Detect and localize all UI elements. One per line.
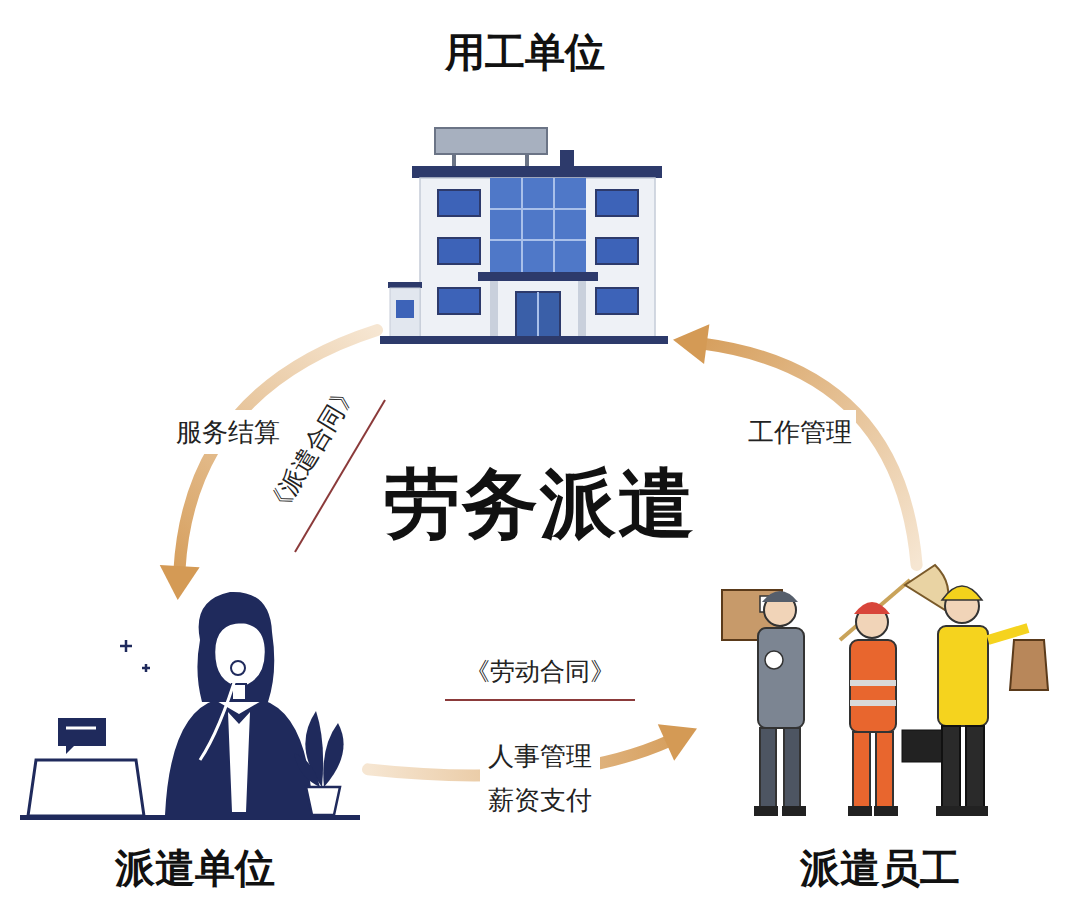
party-node: 派遣单位 bbox=[22, 600, 368, 892]
diagram-title: 劳务派遣 bbox=[384, 454, 696, 557]
contract-rule bbox=[445, 699, 635, 701]
dispatcher-illustration bbox=[20, 592, 360, 820]
party-label: 用工单位 bbox=[377, 28, 673, 76]
party-node: 用工单位 bbox=[377, 28, 673, 346]
contract-name: 《劳动合同》 bbox=[462, 656, 618, 688]
arrow-head bbox=[160, 565, 200, 600]
arrow-head bbox=[673, 324, 709, 364]
flow-label: 工作管理 bbox=[744, 410, 856, 454]
workers-illustration bbox=[722, 565, 1048, 816]
flow-arrow bbox=[673, 324, 917, 565]
flow-label: 人事管理 薪资支付 bbox=[480, 734, 600, 822]
party-label: 派遣单位 bbox=[22, 844, 368, 892]
flow-label: 服务结算 bbox=[172, 410, 284, 454]
party-label: 派遣员工 bbox=[697, 844, 1063, 892]
party-node: 派遣员工 bbox=[697, 565, 1063, 892]
flow-arrow bbox=[160, 330, 377, 600]
building-illustration bbox=[380, 128, 668, 344]
arrow-curve bbox=[703, 344, 917, 565]
arrow-head bbox=[658, 724, 697, 760]
